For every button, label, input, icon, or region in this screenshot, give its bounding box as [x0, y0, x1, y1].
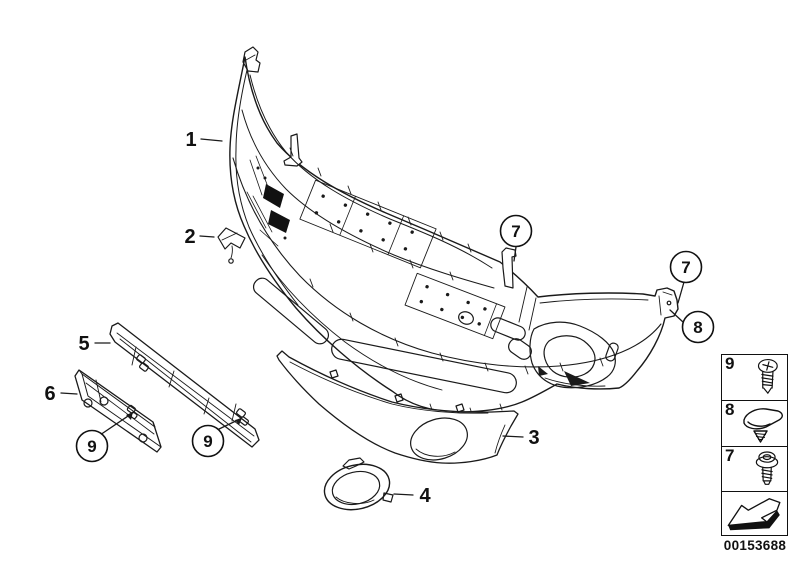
legend-label-9: 9: [725, 354, 735, 373]
direction-arrow-icon: [725, 493, 785, 535]
legend-row-8: 8: [722, 399, 787, 447]
washer-head-screw-icon: [750, 448, 784, 490]
svg-text:1: 1: [185, 129, 196, 151]
fastener-legend: 9 8 7: [721, 354, 788, 536]
bumper-trim-panel-drawing: [229, 46, 679, 415]
svg-text:6: 6: [44, 383, 55, 405]
callout-3[interactable]: 3: [528, 427, 539, 449]
lower-trim-strip-drawing: [276, 350, 519, 464]
fog-lamp-ring-drawing: [323, 457, 394, 511]
expanding-rivet-icon: [738, 402, 784, 444]
callout-2[interactable]: 2: [184, 226, 195, 248]
legend-row-9: 9: [722, 354, 787, 401]
callout-7-upper[interactable]: 7: [499, 214, 533, 248]
svg-text:7: 7: [681, 258, 690, 277]
callout-9-right[interactable]: 9: [191, 424, 225, 458]
tow-hook-cover-drawing: [217, 227, 246, 264]
callout-8[interactable]: 8: [681, 310, 715, 344]
svg-text:7: 7: [511, 222, 520, 241]
callout-4[interactable]: 4: [419, 485, 431, 507]
svg-text:9: 9: [203, 432, 212, 451]
svg-text:5: 5: [78, 333, 89, 355]
callout-6[interactable]: 6: [44, 383, 55, 405]
callout-9-left[interactable]: 9: [75, 429, 109, 463]
svg-text:2: 2: [184, 226, 195, 248]
pan-head-screw-icon: [750, 356, 784, 398]
callout-5[interactable]: 5: [78, 333, 89, 355]
legend-label-8: 8: [725, 399, 735, 419]
leader-lines: [60, 138, 685, 496]
svg-text:9: 9: [87, 437, 96, 456]
legend-row-arrow: [722, 492, 787, 535]
legend-label-7: 7: [725, 445, 735, 465]
legend-row-7: 7: [722, 445, 787, 493]
callout-1[interactable]: 1: [185, 129, 196, 151]
diagram-part-number: 00153688: [723, 538, 787, 553]
svg-text:8: 8: [693, 318, 702, 337]
svg-text:3: 3: [528, 427, 539, 449]
callout-7-right[interactable]: 7: [669, 250, 703, 284]
svg-text:4: 4: [419, 485, 431, 507]
